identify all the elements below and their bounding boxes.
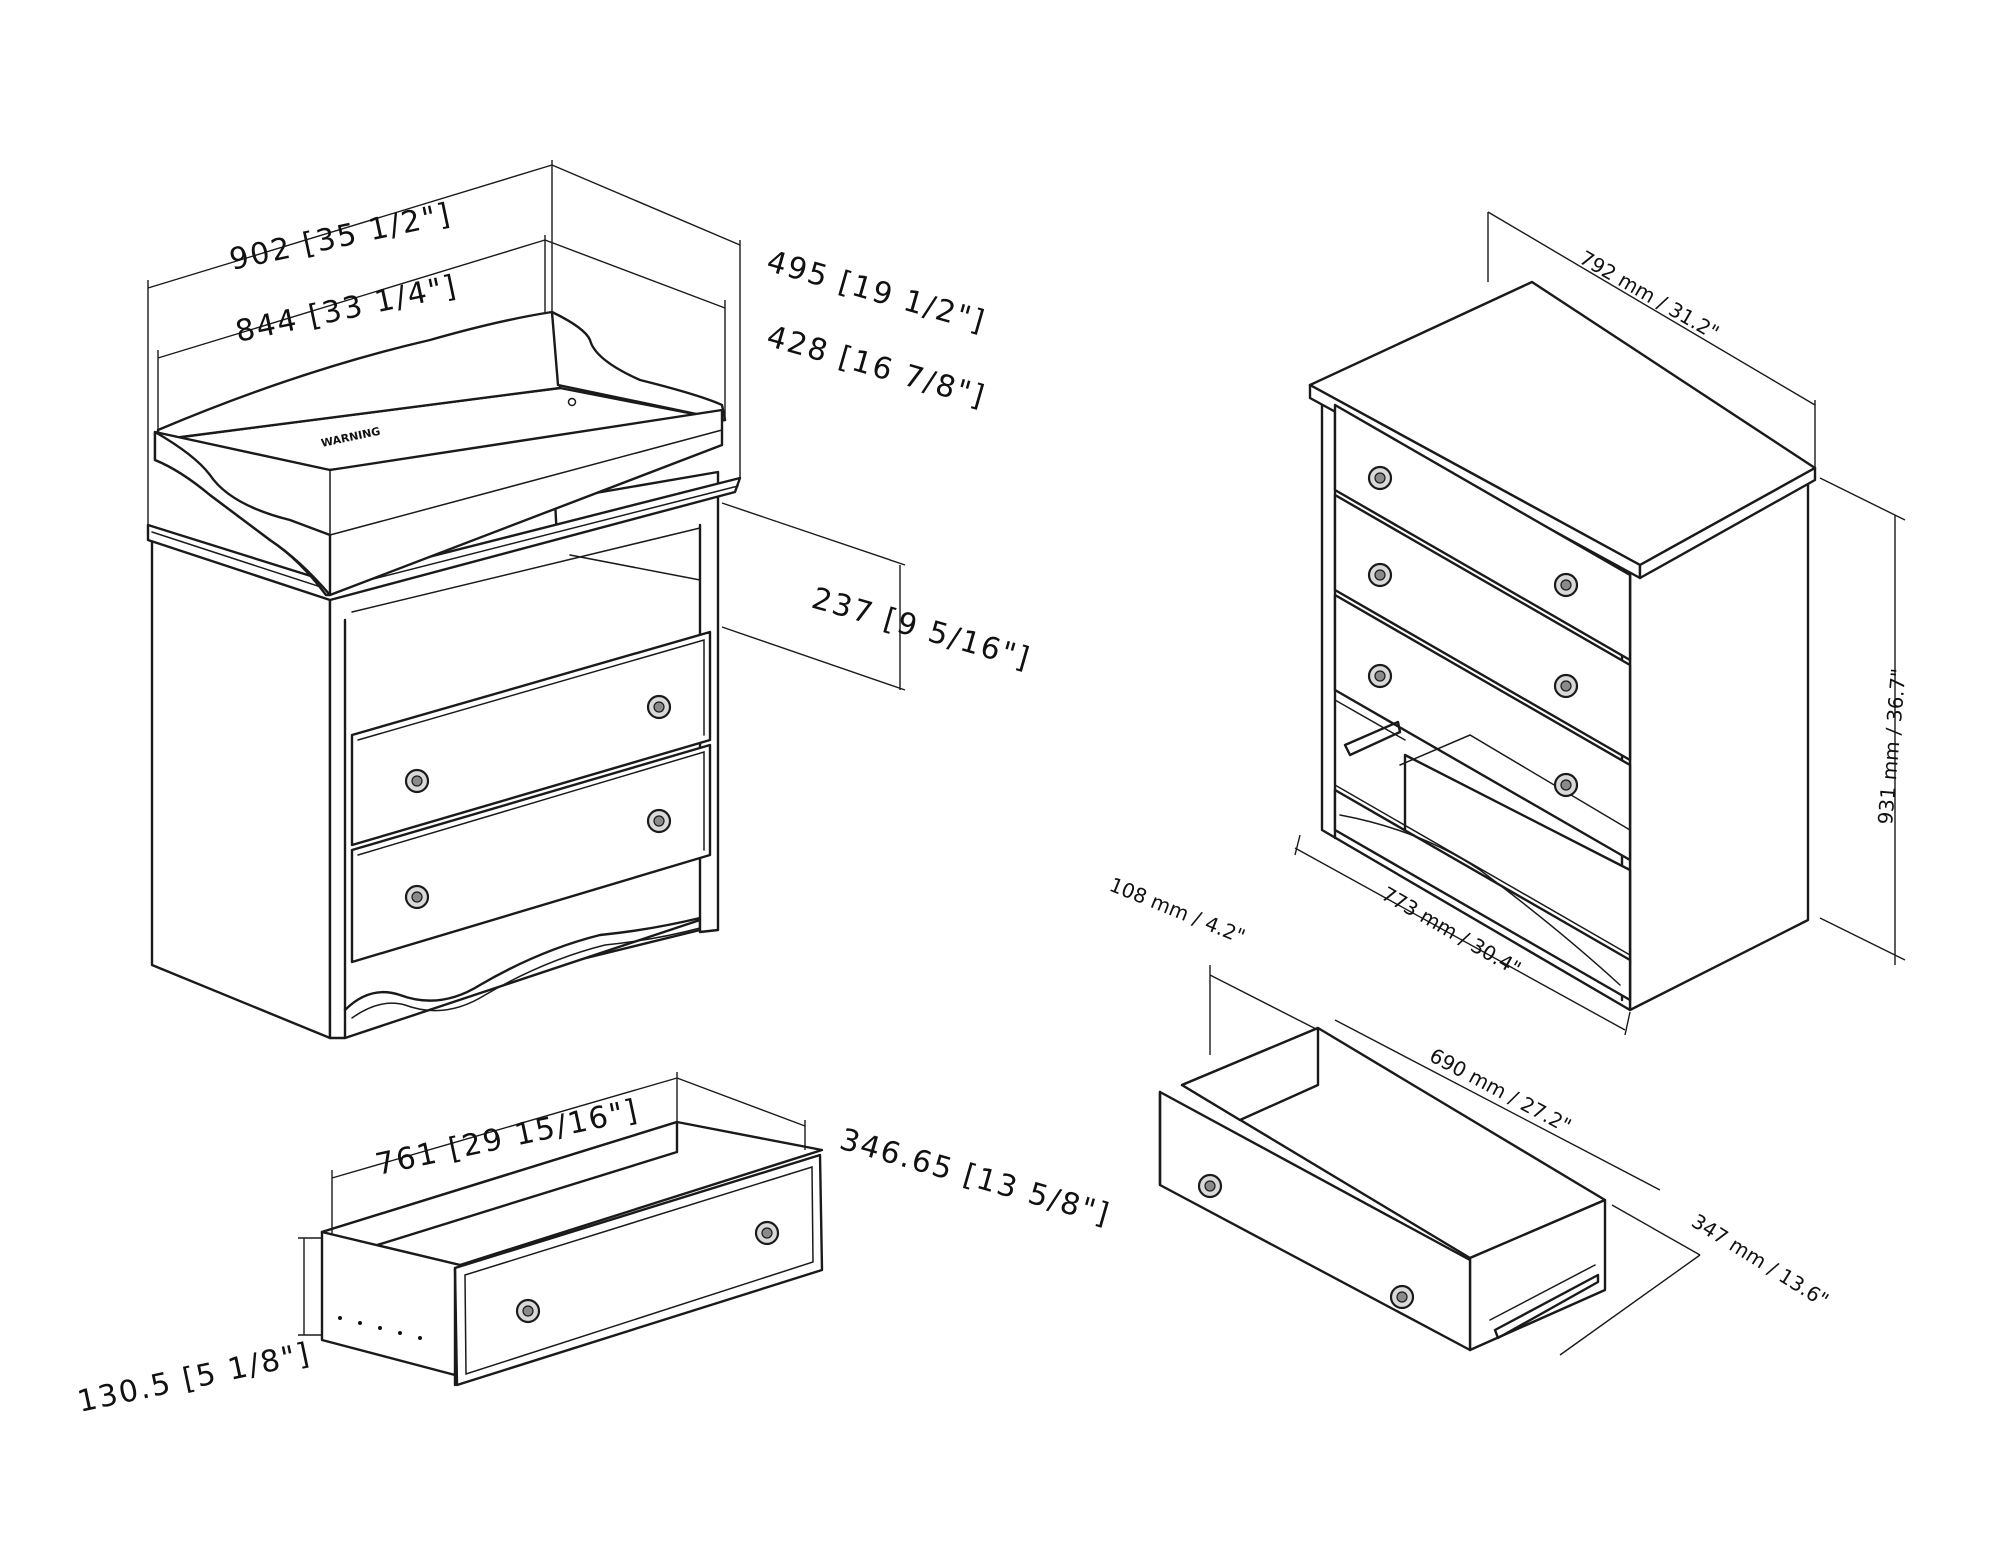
dim-shelf-height: 237 [9 5/16"]	[808, 581, 1035, 677]
chest-drawer-dimensions	[1209, 965, 1701, 1356]
changing-table-drawer-drawing	[320, 1120, 824, 1387]
changing-table-dimensions	[147, 160, 906, 691]
dim-chest-drawer-depth: 347 mm / 13.6"	[1687, 1209, 1833, 1312]
chest-dimensions	[1294, 211, 1906, 1036]
chest-drawer-drawing	[1158, 1026, 1607, 1352]
dim-chest-height: 931 mm / 36.7"	[1873, 667, 1911, 825]
dim-width-inner: 844 [33 1/4"]	[232, 269, 460, 350]
dim-width-outer: 902 [35 1/2"]	[226, 197, 454, 278]
dim-drawer-height: 130.5 [5 1/8"]	[74, 1336, 314, 1420]
chest-drawing	[1308, 280, 1817, 1012]
dim-drawer-depth: 346.65 [13 5/8"]	[836, 1122, 1115, 1233]
changing-table-drawing: WARNING	[146, 310, 742, 1040]
dim-chest-drawer-height: 108 mm / 4.2"	[1106, 872, 1248, 948]
dim-depth-inner: 428 [16 7/8"]	[763, 319, 990, 415]
changing-table-drawer-dimensions	[298, 1072, 806, 1336]
